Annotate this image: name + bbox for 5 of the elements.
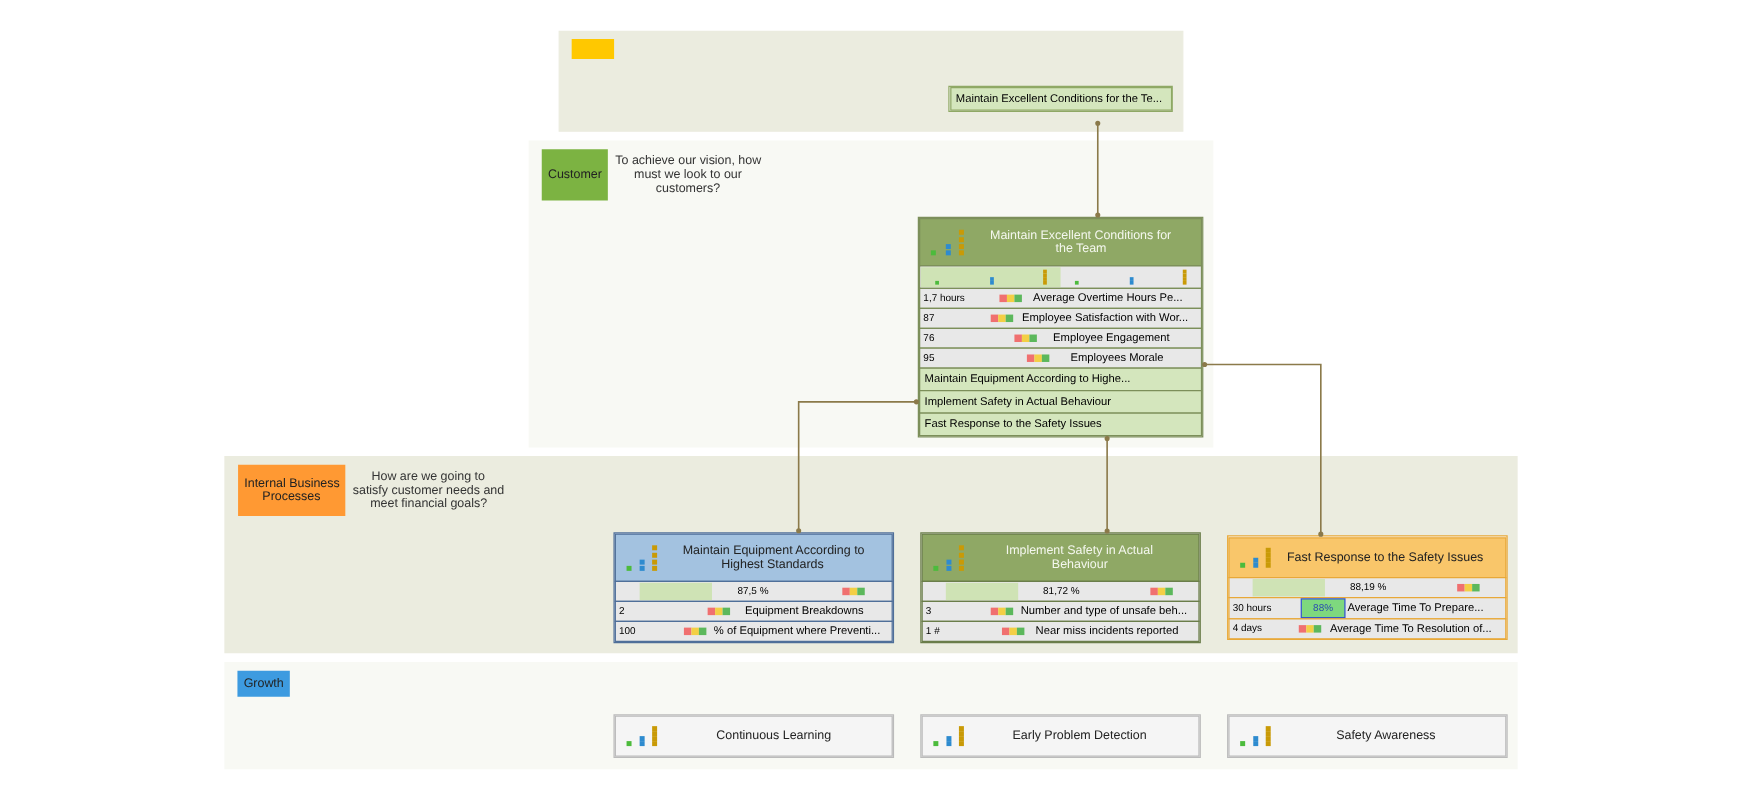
- connector: [1103, 436, 1109, 534]
- connector: [1094, 120, 1100, 218]
- connector: [1201, 361, 1323, 537]
- connector: [795, 399, 918, 534]
- cluster: [557, 30, 1183, 132]
